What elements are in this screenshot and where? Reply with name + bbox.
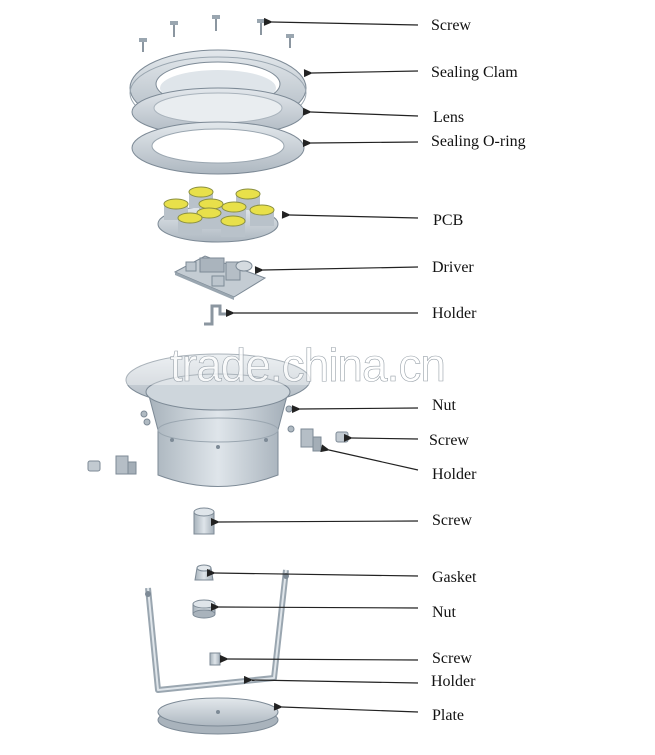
arrow-o-ring [302, 139, 419, 148]
lens-part [131, 87, 305, 137]
watermark-text: trade.china.cn [170, 339, 445, 391]
label-holder-2: Holder [432, 466, 477, 483]
gland-screw-part [193, 507, 215, 535]
gasket-part [194, 564, 214, 581]
label-gasket: Gasket [432, 569, 477, 586]
arrow-screw-2 [343, 433, 419, 442]
label-nut-2: Nut [432, 604, 457, 621]
nut-part [192, 599, 216, 619]
arrow-screw-3 [210, 518, 419, 527]
arrow-screw-4 [219, 654, 419, 663]
arrow-sealing-clam [303, 69, 419, 78]
label-sealing-o-ring: Sealing O-ring [431, 133, 526, 150]
driver-part [173, 255, 267, 300]
label-screw-3: Screw [432, 512, 472, 529]
holder-bracket-part [204, 304, 228, 326]
arrow-plate [273, 702, 419, 713]
label-holder-3: Holder [431, 673, 476, 690]
screw-part [212, 15, 220, 31]
arrow-holder-2 [320, 444, 419, 471]
label-holder-1: Holder [432, 305, 477, 322]
label-lens: Lens [433, 109, 464, 126]
plate-part [157, 697, 279, 735]
housing-part [125, 353, 311, 487]
small-screw-part [209, 652, 221, 666]
arrow-screw-top [263, 17, 419, 26]
side-fittings [87, 405, 349, 475]
label-screw-4: Screw [432, 650, 472, 667]
label-pcb: PCB [433, 212, 463, 229]
label-screw-2: Screw [429, 432, 469, 449]
led-array [163, 186, 275, 237]
watermark: trade.china.cn [125, 339, 446, 391]
arrow-nut-2 [210, 602, 419, 611]
part-labels: Screw Sealing Clam Lens Sealing O-ring P… [429, 17, 526, 724]
label-driver: Driver [432, 259, 474, 276]
label-nut-1: Nut [432, 397, 457, 414]
arrow-lens [302, 107, 419, 117]
screw-part [139, 38, 147, 52]
screw-part [257, 19, 265, 35]
label-plate: Plate [432, 707, 464, 724]
arrow-pcb [281, 210, 419, 219]
arrow-holder-3 [243, 675, 419, 684]
arrow-gasket [206, 568, 419, 577]
leader-arrows [206, 17, 419, 713]
u-holder-part [145, 569, 289, 693]
screw-part [286, 34, 294, 48]
pcb-part [157, 186, 279, 243]
label-sealing-clam: Sealing Clam [431, 64, 518, 81]
screw-part [170, 21, 178, 37]
o-ring-part [131, 121, 305, 175]
arrow-nut-1 [291, 405, 419, 414]
label-screw-top: Screw [431, 17, 471, 34]
arrow-driver [254, 266, 419, 275]
